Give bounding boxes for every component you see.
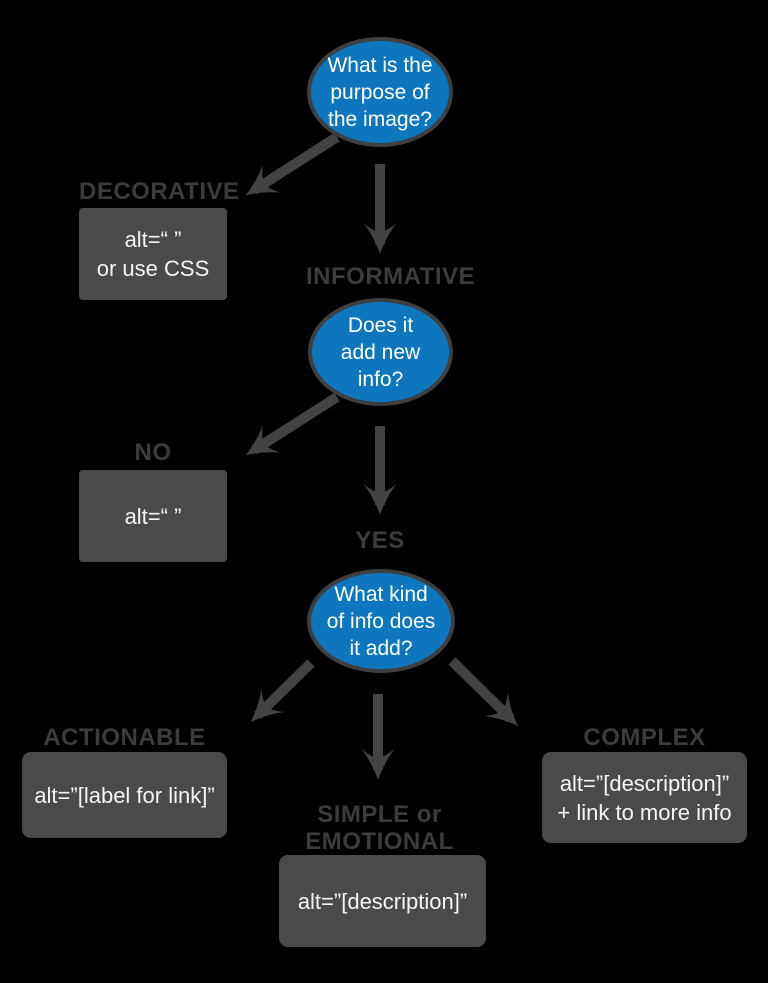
question-node-purpose: What is the purpose of the image? — [307, 37, 453, 147]
branch-label-yes: YES — [355, 527, 405, 554]
answer-text: alt=“ ” — [124, 503, 182, 529]
answer-box-no: alt=“ ” — [79, 470, 227, 562]
answer-box-actionable: alt=”[label for link]” — [22, 752, 227, 838]
branch-label-complex: COMPLEX — [583, 724, 706, 751]
branch-label-no: NO — [134, 439, 172, 466]
answer-text: alt=“ ” or use CSS — [96, 227, 210, 281]
question-text: What is the purpose of the image? — [327, 53, 433, 131]
arrow-addsinfo-to-no — [245, 392, 340, 456]
answer-text: alt=”[description]” — [297, 888, 468, 914]
answer-text: alt=”[description]” + link to more info — [557, 770, 732, 825]
branch-label-actionable: ACTIONABLE — [43, 724, 206, 751]
arrow-infokind-to-actionable — [250, 659, 315, 722]
question-text: Does it add new info? — [340, 313, 421, 391]
answer-box-complex: alt=”[description]” + link to more info — [542, 752, 747, 843]
question-node-info-kind: What kind of info does it add? — [307, 569, 455, 673]
answer-box-simple-emotional: alt=”[description]” — [279, 855, 486, 947]
branch-label-informative: INFORMATIVE — [306, 263, 476, 290]
answer-text: alt=”[label for link]” — [34, 782, 215, 808]
question-node-adds-info: Does it add new info? — [308, 298, 453, 406]
question-text: What kind of info does it add? — [326, 582, 436, 660]
arrow-infokind-to-complex — [448, 657, 519, 726]
branch-label-decorative: DECORATIVE — [79, 178, 240, 205]
answer-box-decorative: alt=“ ” or use CSS — [79, 208, 227, 300]
arrow-purpose-to-decorative — [245, 132, 340, 196]
branch-label-simple-emotional: SIMPLE or EMOTIONAL — [305, 801, 454, 855]
